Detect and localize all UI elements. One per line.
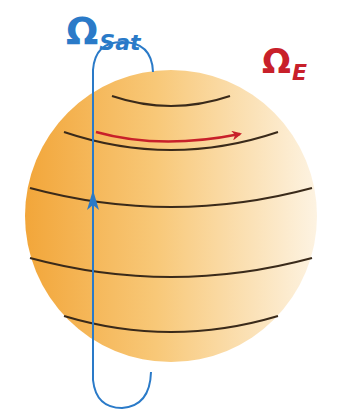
spin-arrow (96, 132, 240, 142)
sphere (25, 70, 317, 362)
orbit-arrowhead (87, 190, 99, 210)
latitude-lines (30, 96, 312, 332)
orbit-line (93, 42, 153, 408)
omega-symbol: Ω (66, 12, 98, 50)
subscript-label: Sat (99, 32, 140, 54)
subscript-label: E (292, 62, 307, 84)
omega-symbol: Ω (262, 44, 291, 78)
